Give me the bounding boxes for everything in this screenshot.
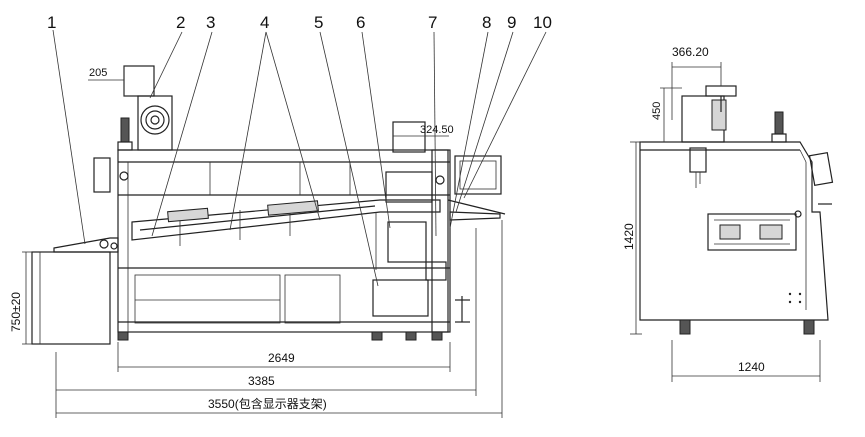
monitor [454,155,502,195]
solder-tunnel [131,199,441,241]
callout-6: 6 [356,13,365,32]
outlet-conveyor [449,211,501,221]
dim-machine-length: 3385 [55,228,477,396]
callout-3: 3 [206,13,215,32]
callout-8: 8 [482,13,491,32]
svg-text:450: 450 [651,102,663,120]
left-control-box [93,157,111,193]
callout-9: 9 [507,13,516,32]
dim-side-height: 1420 [622,141,642,335]
callouts: 1 2 3 4 5 6 7 8 9 10 [47,13,552,32]
foot [405,331,417,341]
svg-text:205: 205 [89,67,107,79]
side-signal-tower [774,111,784,135]
callout-leaders [52,29,547,287]
svg-text:324.50: 324.50 [420,124,454,136]
foot [371,331,383,341]
side-foot-right [803,319,815,335]
side-foot-left [679,319,691,335]
loading-stand [31,251,111,345]
svg-text:2649: 2649 [268,351,295,365]
front-view: 1 2 3 4 5 6 7 8 9 10 205 324.50 750±20 [9,13,552,418]
dim-height: 750±20 [9,251,32,345]
dim-side-top-width: 366.20 [671,45,722,120]
callout-4: 4 [260,13,269,32]
dim-side-top-height: 450 [651,87,682,143]
svg-text:750±20: 750±20 [9,292,23,332]
svg-text:1420: 1420 [622,223,636,250]
svg-text:3385: 3385 [248,374,275,388]
callout-5: 5 [314,13,323,32]
svg-text:3550(包含显示器支架): 3550(包含显示器支架) [208,396,327,411]
side-rail-panel [707,213,797,251]
side-monitor [808,151,834,187]
svg-text:366.20: 366.20 [672,45,709,59]
fan-housing [123,65,155,97]
dim-top-offset: 205 [88,66,125,96]
dim-side-width: 1240 [671,340,821,382]
right-column [431,149,449,333]
solder-pot [372,279,429,317]
side-view: 366.20 450 1420 1240 [622,45,834,382]
dim-frame-length: 2649 [117,342,451,372]
callout-2: 2 [176,13,185,32]
callout-7: 7 [428,13,437,32]
svg-text:1240: 1240 [738,360,765,374]
callout-1: 1 [47,13,56,32]
foot [117,331,129,341]
pump-fan [392,121,426,153]
callout-10: 10 [533,13,552,32]
dim-total-length: 3550(包含显示器支架) [55,220,503,418]
dim-fan: 324.50 [393,124,454,137]
side-body [639,141,829,321]
foot [431,331,443,341]
main-frame [117,149,451,333]
signal-tower [120,117,130,143]
